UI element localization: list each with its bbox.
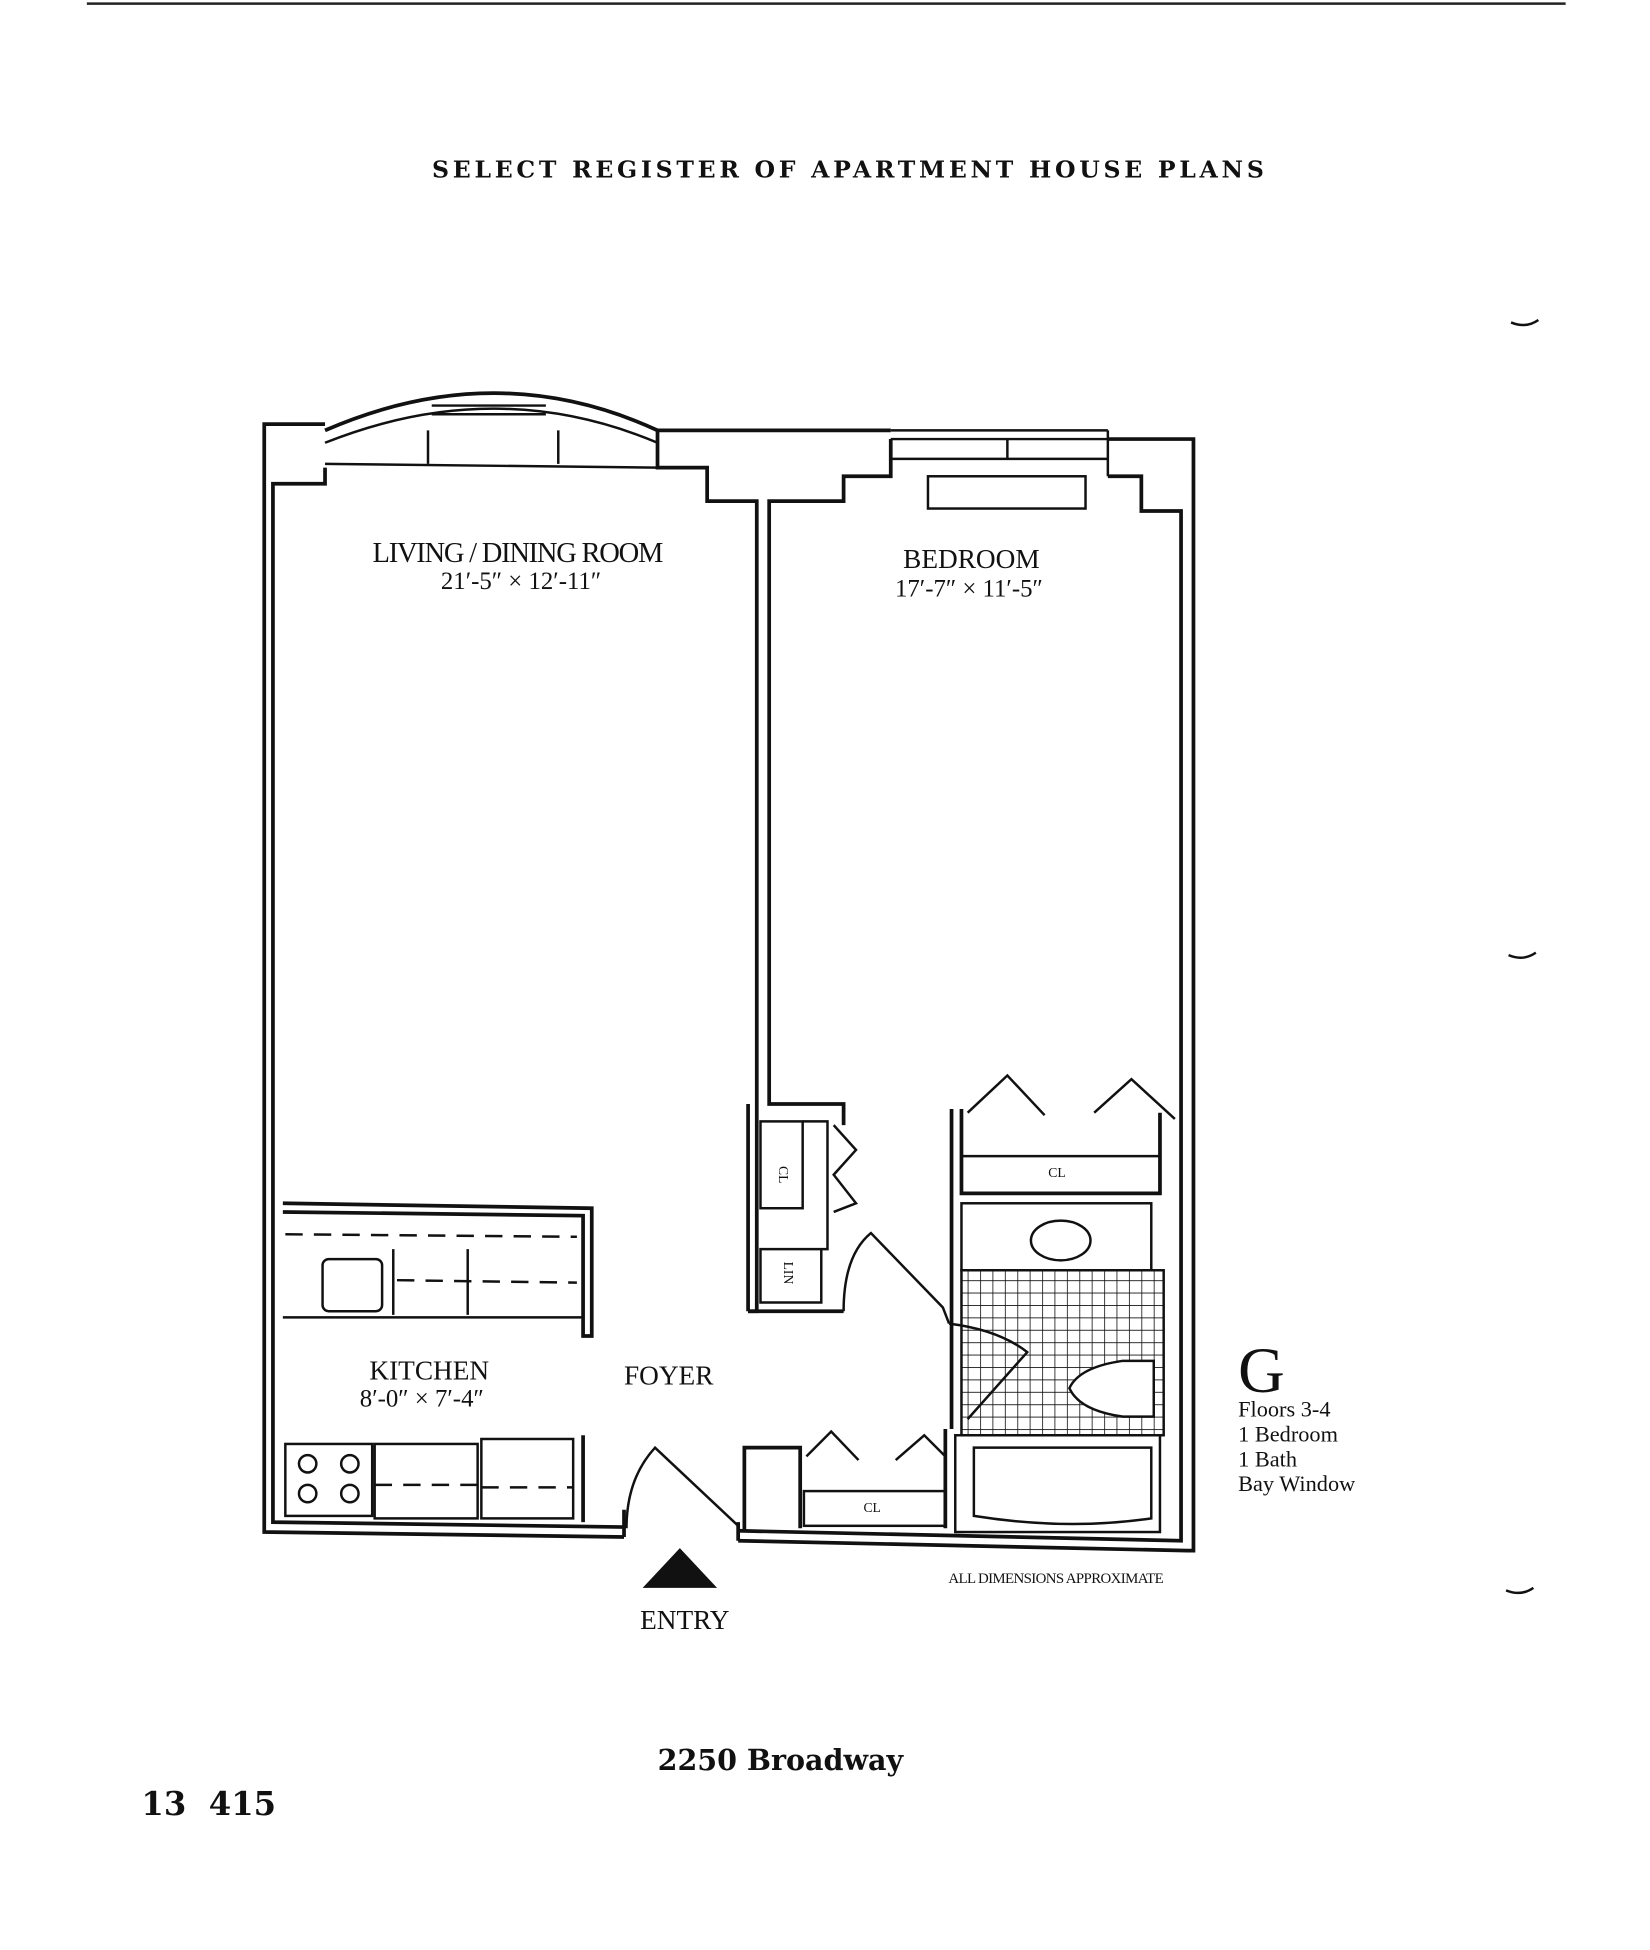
page-reference: 13 415	[141, 1785, 276, 1823]
bedroom-name: BEDROOM	[903, 544, 1039, 574]
dimensions-note: ALL DIMENSIONS APPROXIMATE	[948, 1571, 1163, 1587]
entry-label: ENTRY	[640, 1605, 730, 1635]
unit-detail-baths: 1 Bath	[1238, 1446, 1297, 1471]
toilet	[1068, 1359, 1155, 1418]
living-room-dims: 21′-5″ × 12′-11″	[441, 568, 601, 595]
entry-door	[625, 1445, 740, 1529]
unit-detail-floors: Floors 3-4	[1238, 1397, 1330, 1422]
living-room-name: LIVING / DINING ROOM	[373, 538, 663, 569]
bedroom-closet-label: CL	[1048, 1165, 1065, 1180]
building-address: 2250 Broadway	[658, 1743, 905, 1777]
bathtub	[972, 1446, 1153, 1526]
unit-letter: G	[1238, 1335, 1285, 1406]
bedroom-window	[890, 429, 1110, 477]
closet-label: CL	[776, 1166, 791, 1183]
bay-window	[324, 391, 659, 433]
linen-label: LIN	[781, 1262, 796, 1285]
unit-detail-feature: Bay Window	[1238, 1471, 1356, 1496]
entry-arrow-icon	[642, 1548, 718, 1588]
sink	[1029, 1219, 1092, 1262]
kitchen-dims: 8′-0″ × 7′-4″	[360, 1386, 484, 1413]
foyer-name: FOYER	[624, 1360, 714, 1390]
foyer-closet-label: CL	[863, 1500, 880, 1515]
floor-plan: CL LIN CL CL	[262, 391, 1196, 1553]
kitchen-sink	[321, 1257, 384, 1313]
unit-detail-bedrooms: 1 Bedroom	[1238, 1421, 1338, 1446]
bedroom-dims: 17′-7″ × 11′-5″	[895, 576, 1043, 603]
kitchen-name: KITCHEN	[369, 1355, 489, 1385]
page-title: SELECT REGISTER OF APARTMENT HOUSE PLANS	[432, 155, 1268, 183]
stove	[284, 1442, 374, 1518]
outer-wall	[262, 422, 625, 1539]
binder-marks	[1505, 318, 1540, 1595]
